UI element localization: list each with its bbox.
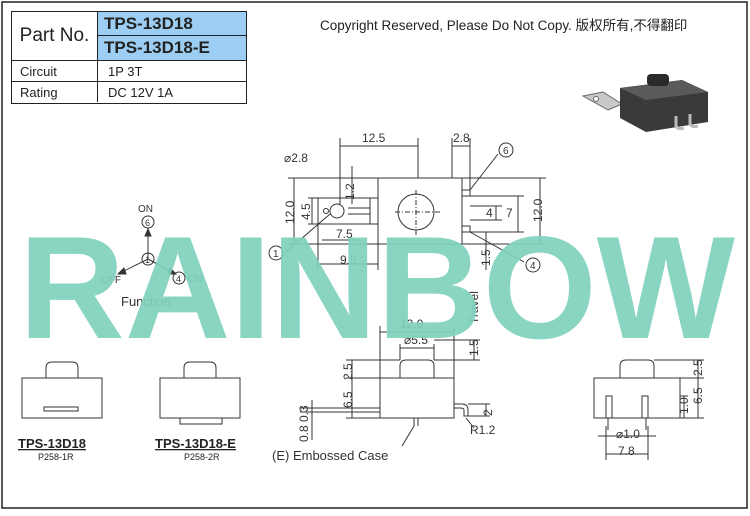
right-dim-pin-dia: ⌀1.0	[616, 427, 640, 441]
front-view	[268, 138, 546, 273]
right-dim-pin-offset: 1.0	[677, 397, 691, 414]
function-diagram	[116, 215, 186, 285]
function-right-pin: 4	[176, 274, 181, 284]
function-top-pin: 6	[145, 218, 150, 228]
front-pin-6: 6	[503, 146, 509, 157]
front-dim-lever-dia: ⌀2.8	[284, 151, 308, 165]
embossed-case-note: (E) Embossed Case	[272, 448, 388, 463]
copyright-notice: Copyright Reserved, Please Do Not Copy. …	[320, 18, 688, 33]
side-dim-actuator-height: 2.5	[341, 363, 355, 380]
part-no-label: Part No.	[12, 12, 98, 60]
variant-2-name: TPS-13D18-E	[155, 436, 236, 451]
side-dim-pin-length: 2	[481, 409, 495, 416]
part-table: Part No. TPS-13D18 TPS-13D18-E Circuit 1…	[11, 11, 247, 104]
front-dim-terminal-offset: 2.8	[453, 131, 470, 145]
front-dim-pin-width: 1.5	[479, 249, 493, 266]
rating-value: DC 12V 1A	[98, 81, 246, 102]
front-dim-height-right: 12.0	[531, 198, 545, 222]
function-center-pin: 1	[145, 255, 150, 265]
side-dim-travel-label: Travel	[467, 291, 481, 324]
side-dim-terminal-thick: 0.8	[297, 425, 311, 442]
product-photo	[581, 74, 708, 132]
front-dim-pin-gap: 4	[486, 206, 493, 220]
rainbow-watermark: RAINBOW	[19, 206, 735, 369]
circuit-label: Circuit	[12, 60, 98, 81]
front-dim-pin-span: 7	[506, 206, 513, 220]
front-dim-width: 12.5	[362, 131, 386, 145]
front-pin-1: 1	[273, 249, 279, 260]
side-view	[300, 326, 490, 447]
front-dim-height-left: 12.0	[283, 200, 297, 224]
variant-2-code: P258-2R	[184, 452, 220, 462]
function-top-label: ON	[138, 204, 153, 215]
part-number-1: TPS-13D18	[98, 12, 246, 36]
part-number-2: TPS-13D18-E	[98, 36, 246, 60]
front-dim-lever-top: 1.2	[343, 183, 357, 200]
side-dim-travel: 1.5	[467, 339, 481, 356]
function-right-label: ON	[188, 274, 203, 285]
right-view	[593, 359, 704, 460]
variant-1-name: TPS-13D18	[18, 436, 86, 451]
front-dim-lever-width: 7.5	[336, 227, 353, 241]
front-dim-lever-height: 4.5	[299, 203, 313, 220]
side-dim-terminal-gap: 0.3	[297, 405, 311, 422]
rating-label: Rating	[12, 81, 98, 102]
side-dim-radius: R1.2	[470, 423, 496, 437]
variant-drawing-2	[159, 361, 241, 425]
circuit-value: 1P 3T	[98, 60, 246, 81]
right-dim-body-height: 6.5	[691, 387, 705, 404]
variant-drawing-1	[21, 361, 103, 419]
side-dim-body-height: 6.5	[341, 391, 355, 408]
variant-1-code: P258-1R	[38, 452, 74, 462]
front-dim-offset: 9.5	[340, 253, 357, 267]
right-dim-pin-pitch: 7.8	[618, 444, 635, 458]
function-title: Function	[121, 294, 171, 309]
front-pin-4: 4	[530, 261, 536, 272]
side-dim-actuator-dia: ⌀5.5	[404, 333, 428, 347]
right-dim-actuator-height: 2.5	[691, 359, 705, 376]
side-dim-width: 12.0	[400, 317, 424, 331]
function-left-label: OFF	[101, 275, 121, 286]
